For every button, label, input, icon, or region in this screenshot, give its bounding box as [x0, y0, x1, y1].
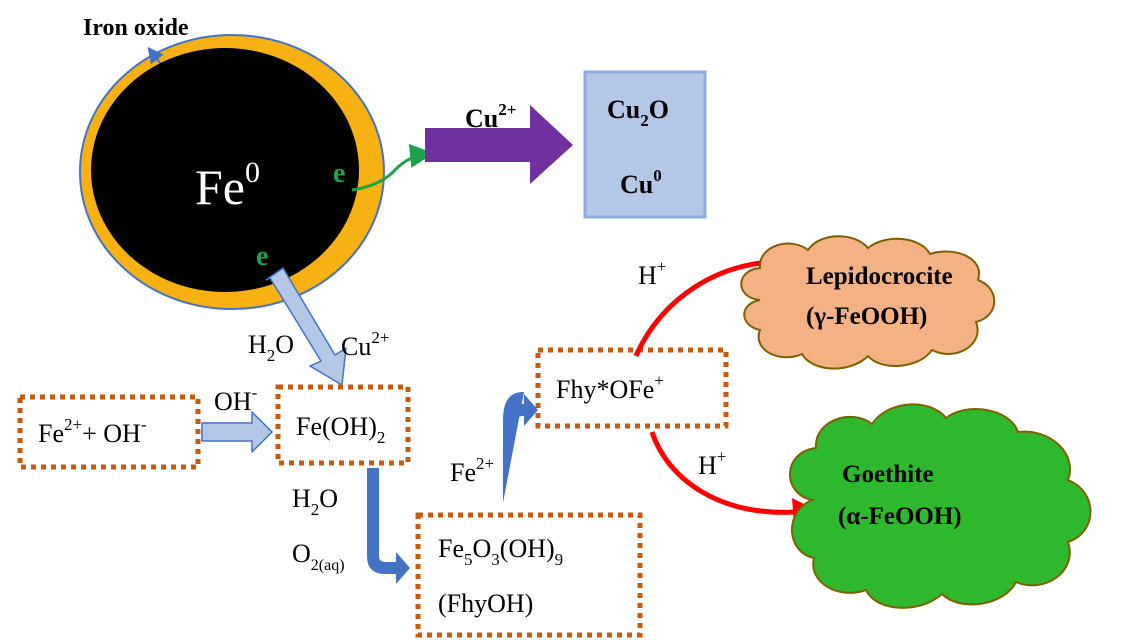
goethite-cloud — [789, 403, 1092, 609]
fhyoh-to-fhy-arrow — [503, 392, 538, 503]
feoh2-to-fhyoh-arrow — [367, 468, 410, 584]
fe-oh-box — [17, 394, 201, 470]
lepidocrocite-formula: (γ-FeOOH) — [806, 303, 927, 330]
cu0-label: Cu0 — [620, 166, 662, 199]
iron-oxide-label: Iron oxide — [83, 15, 189, 41]
iron-particle: Fe0 — [79, 34, 385, 310]
h2o-label-2: H2O — [292, 484, 338, 519]
goethite-name: Goethite — [842, 461, 934, 488]
cu-reduction-arrow — [425, 105, 573, 184]
fhyoh-formula: Fe5O3(OH)9 — [438, 534, 563, 569]
cu2o-label: Cu2O — [607, 95, 669, 130]
cu-products-box — [583, 70, 707, 219]
cu2-label: Cu2+ — [341, 328, 389, 361]
lepidocrocite-name: Lepidocrocite — [806, 263, 953, 290]
fhy-ofe-label: Fhy*OFe+ — [556, 371, 664, 404]
electron-transfer-arrow — [351, 143, 434, 192]
feoh2-label: Fe(OH)2 — [296, 412, 385, 447]
oh-arrow — [201, 411, 273, 453]
goethite-formula: (α-FeOOH) — [838, 503, 962, 530]
fe2-label: Fe2+ — [450, 454, 494, 487]
fhyoh-name: (FhyOH) — [438, 589, 533, 618]
h2o-label-1: H2O — [248, 330, 294, 365]
electron-label-2: e — [256, 241, 268, 272]
fe0-core — [91, 48, 359, 292]
lepidocrocite-cloud — [740, 235, 996, 370]
feoh2-box — [275, 384, 411, 466]
fe-oh-label: Fe2++ OH- — [38, 415, 147, 448]
electron-label-1: e — [333, 158, 345, 189]
cu-ion-label: Cu2+ — [465, 100, 516, 133]
hplus-label-1: H+ — [638, 257, 666, 290]
to-goethite-arrow — [649, 431, 796, 515]
o2-label: O2(aq) — [292, 539, 345, 574]
fe0-label: Fe0 — [195, 156, 260, 215]
fhyoh-box — [415, 512, 643, 638]
iron-oxide-pointer — [147, 46, 164, 65]
fhy-ofe-box — [535, 347, 729, 429]
hplus-label-2: H+ — [698, 447, 726, 480]
oh-label: OH- — [214, 383, 258, 416]
